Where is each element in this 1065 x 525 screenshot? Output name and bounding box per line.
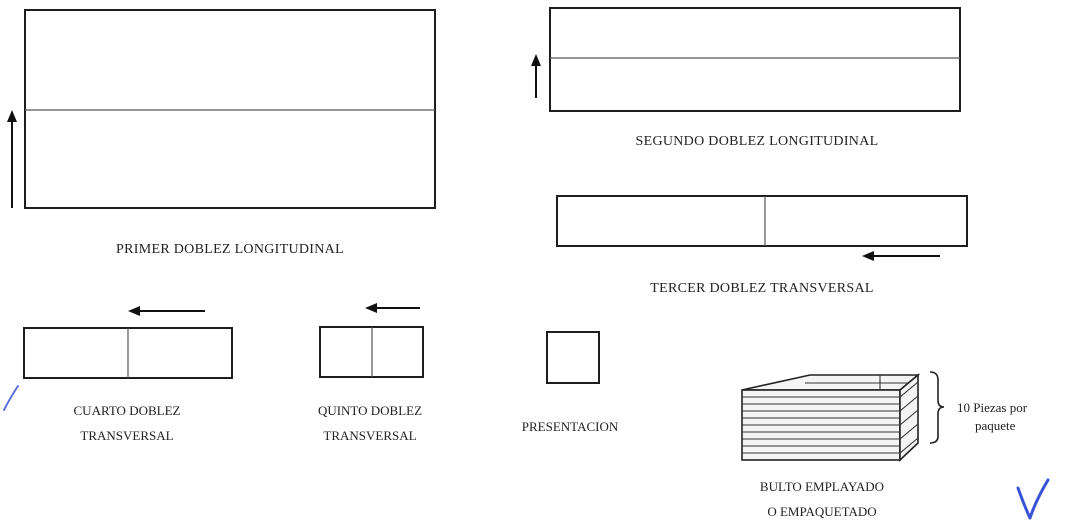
step-presentacion: PRESENTACION [522,331,619,434]
step-tercer-doblez: TERCER DOBLEZ TRANSVERSAL [556,195,968,296]
cuarto-label-line1: CUARTO DOBLEZ [74,403,181,418]
bundle-sheet-stripes [742,375,919,454]
cuarto-arrow-left-icon [128,306,205,316]
step-primer-doblez: PRIMER DOBLEZ LONGITUDINAL [7,9,436,257]
segundo-arrow-up-icon [531,54,541,98]
bulto-label-line1: BULTO EMPLAYADO [760,479,884,494]
piezas-label-line2: paquete [975,418,1016,433]
primer-fold-sheet [24,9,436,209]
quinto-label-line2: TRANSVERSAL [323,428,416,443]
step-cuarto-doblez: CUARTO DOBLEZ TRANSVERSAL [23,306,233,443]
bulto-label-line2: O EMPAQUETADO [767,504,876,519]
segundo-label: SEGUNDO DOBLEZ LONGITUDINAL [636,134,879,149]
tercer-fold-sheet [556,195,968,247]
presentacion-folded-square [546,331,600,384]
cuarto-label-line2: TRANSVERSAL [80,428,173,443]
primer-arrow-up-icon [7,110,17,208]
primer-label: PRIMER DOBLEZ LONGITUDINAL [116,242,344,257]
pen-stroke-left-icon [3,385,19,411]
segundo-fold-sheet [549,7,961,112]
piezas-label-line1: 10 Piezas por [957,400,1028,415]
bundle-curly-brace-icon [929,371,945,444]
step-quinto-doblez: QUINTO DOBLEZ TRANSVERSAL [318,303,424,443]
presentacion-label: PRESENTACION [522,419,619,434]
step-segundo-doblez: SEGUNDO DOBLEZ LONGITUDINAL [531,7,961,149]
tercer-label: TERCER DOBLEZ TRANSVERSAL [650,281,873,296]
pen-check-mark-icon [1016,478,1050,520]
tercer-arrow-left-icon [862,251,940,261]
quinto-label-line1: QUINTO DOBLEZ [318,403,422,418]
bundle-stacked-bundle-icon: 10 Piezas por paquete BULTO EMPLAYADO O … [741,371,1028,519]
quinto-arrow-left-icon [365,303,420,313]
